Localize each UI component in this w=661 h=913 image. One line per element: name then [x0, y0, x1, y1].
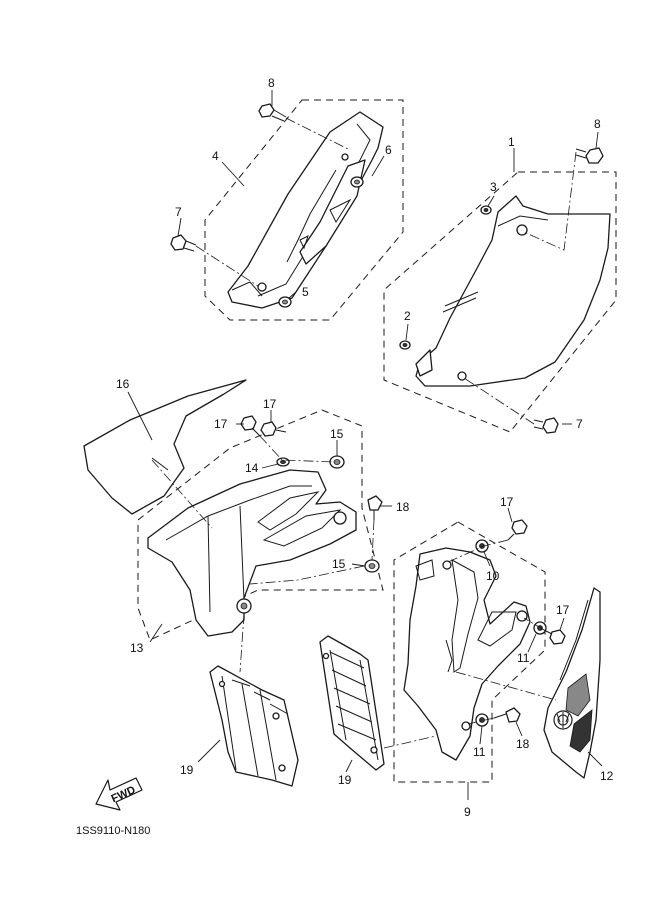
callout-8-left: 8	[268, 76, 275, 90]
callout-17-d: 17	[556, 603, 570, 617]
callout-4: 4	[212, 149, 219, 163]
part-19-louver-right	[319, 635, 385, 771]
leader-lines	[127, 90, 603, 800]
fwd-arrow-icon: FWD	[95, 777, 143, 811]
tuning-fork-emblem-icon	[553, 710, 573, 730]
washer-14	[276, 457, 290, 467]
bolt-17-a	[240, 415, 261, 437]
washer-2	[399, 340, 411, 350]
assembly-line-bolt7-left	[195, 245, 259, 287]
callout-18-a: 18	[396, 500, 410, 514]
callout-15-top: 15	[330, 427, 344, 441]
bolt-8-right	[575, 147, 604, 164]
assembly-line-bolt7-right	[463, 377, 535, 425]
group-outline-9	[393, 521, 546, 783]
callout-5: 5	[302, 285, 309, 299]
callout-15-bottom: 15	[332, 557, 346, 571]
assembly-line-bolt17-panel	[523, 617, 545, 631]
callout-7-right: 7	[576, 417, 583, 431]
assembly-line-bolt18-right	[467, 717, 495, 725]
part-9-side-panel	[403, 547, 531, 761]
bolt-18-b	[493, 707, 521, 723]
callout-19-right: 19	[338, 773, 352, 787]
bolt-17-b	[260, 421, 287, 437]
grommet-15-top	[329, 455, 345, 469]
bolt-8-left	[258, 103, 287, 122]
part-4-side-bracket	[227, 111, 384, 309]
diagram-code: 1SS9110-N180	[76, 825, 150, 837]
callout-3: 3	[490, 180, 497, 194]
assembly-line-bolt8-left	[285, 117, 351, 151]
assembly-line-bolt18-left	[371, 519, 375, 561]
callout-11-bottom: 11	[473, 745, 486, 759]
callout-16: 16	[116, 377, 130, 391]
callout-18-b: 18	[516, 737, 530, 751]
part-1-side-cover	[415, 195, 611, 387]
callout-19-left: 19	[180, 763, 194, 777]
group-outline-13	[137, 409, 384, 641]
washer-10	[475, 539, 489, 553]
bolt-17-d	[543, 629, 566, 645]
part-12-emblem-decal	[543, 587, 601, 779]
bolt-18-a	[367, 495, 383, 520]
bolt-7-right	[533, 417, 559, 434]
callout-2: 2	[404, 309, 411, 323]
callout-17-c: 17	[500, 495, 514, 509]
group-outline-4	[204, 99, 404, 321]
washer-3	[480, 205, 492, 215]
callout-8-right: 8	[594, 117, 601, 131]
part-13-radiator-shroud	[147, 469, 357, 637]
fwd-label: FWD	[110, 784, 138, 805]
washer-5	[278, 296, 292, 308]
assembly-line-louver-panel	[383, 735, 437, 749]
bolt-17-c	[507, 519, 528, 541]
group-outline-1	[383, 171, 617, 433]
callout-6: 6	[385, 143, 392, 157]
washer-6	[350, 176, 364, 188]
washer-11-bottom	[475, 713, 489, 727]
callout-7-left: 7	[175, 205, 182, 219]
bolt-7-left	[170, 234, 197, 252]
assembly-line-bolt17-left	[259, 435, 335, 463]
callout-10: 10	[486, 569, 500, 583]
assembly-line-shroud-louver	[239, 613, 245, 673]
callout-17-b: 17	[263, 397, 277, 411]
callout-9: 9	[464, 805, 471, 819]
callout-1: 1	[508, 135, 515, 149]
callout-11-top: 11	[517, 651, 530, 665]
assembly-line-grommet15-bottom	[249, 565, 365, 585]
callout-14: 14	[245, 461, 259, 475]
assembly-line-bolt8-right	[523, 151, 577, 251]
grommet-15-bottom	[364, 559, 380, 573]
callout-17-a: 17	[214, 417, 228, 431]
assembly-line-shroud-decal	[151, 459, 213, 529]
callout-13: 13	[130, 641, 144, 655]
assembly-line-bolt17-right	[447, 539, 509, 563]
callout-12: 12	[600, 769, 614, 783]
part-19-louver-left	[209, 665, 299, 787]
assembly-line-panel-decal	[455, 671, 557, 701]
part-16-decal	[83, 379, 247, 515]
